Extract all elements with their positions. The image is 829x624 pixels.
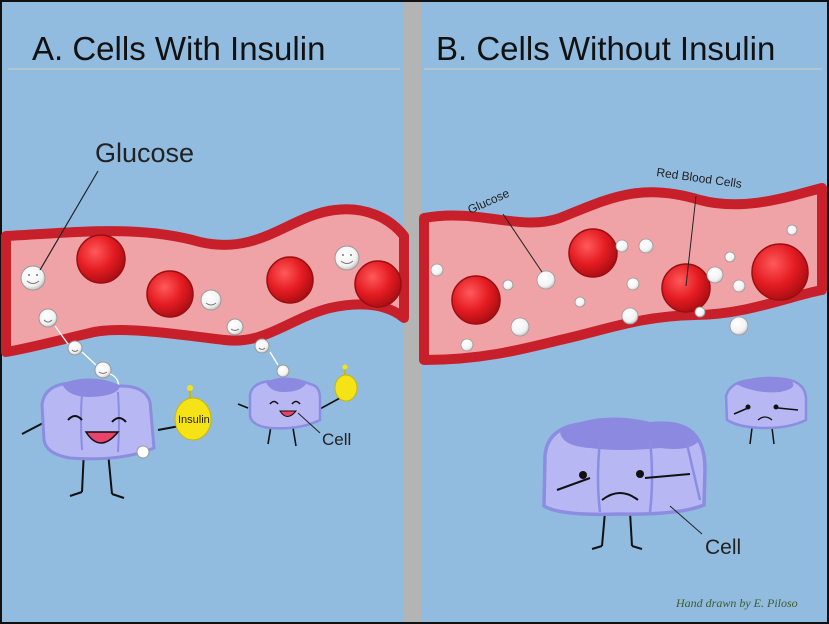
glucose-molecule: [706, 266, 724, 284]
glucose-molecule: [276, 364, 290, 378]
rbc-pointer-line: [685, 195, 697, 287]
glucose-molecule: [226, 318, 244, 336]
panel-a-title: A. Cells With Insulin: [32, 30, 325, 67]
panel-b-title: B. Cells Without Insulin: [436, 30, 775, 67]
glucose-molecule: [20, 265, 46, 291]
happy-cell-small: [237, 377, 341, 447]
glucose-pointer-line: [39, 170, 99, 271]
glucose-molecule: [638, 238, 654, 254]
glucose-molecule: [38, 308, 58, 328]
glucose-molecule: [574, 296, 586, 308]
glucose-label-a: Glucose: [95, 138, 194, 168]
red-blood-cell: [451, 275, 501, 325]
glucose-molecule: [334, 245, 360, 271]
arrow-icon: [269, 351, 279, 366]
insulin-label: Insulin: [178, 414, 210, 426]
glucose-molecule: [615, 239, 629, 253]
red-blood-cell: [266, 256, 314, 304]
insulin-molecule: [334, 364, 358, 402]
happy-cell-large: [21, 378, 186, 499]
glucose-molecule: [626, 277, 640, 291]
cell-pointer-line: [669, 505, 703, 535]
glucose-molecule: [729, 316, 749, 336]
glucose-molecule: [536, 270, 556, 290]
cell-label-b: Cell: [705, 536, 741, 559]
red-blood-cell: [568, 228, 618, 278]
red-blood-cell: [354, 260, 402, 308]
glucose-molecule: [200, 289, 222, 311]
red-blood-cell: [661, 263, 711, 313]
cell-pointer-line: [297, 412, 321, 434]
cell-label-a: Cell: [322, 430, 351, 449]
panel-a: Glucose Insulin: [1, 138, 409, 499]
blood-vessel-b: [419, 183, 827, 365]
glucose-molecule: [510, 317, 530, 337]
glucose-molecule: [786, 224, 798, 236]
red-blood-cell: [76, 234, 126, 284]
panel-b: Glucose Red Blood Cells Cell: [419, 165, 827, 610]
sad-cell-large: [542, 417, 707, 550]
glucose-molecule: [621, 307, 639, 325]
glucose-pointer-line: [502, 213, 543, 273]
glucose-molecule: [694, 306, 706, 318]
sad-cell-small: [724, 376, 808, 445]
insulin-molecule: Insulin: [174, 385, 212, 441]
glucose-molecule: [94, 361, 112, 379]
red-blood-cell: [751, 243, 809, 301]
arrow-icon: [54, 325, 69, 345]
red-blood-cell: [146, 270, 194, 318]
glucose-molecule: [254, 338, 270, 354]
glucose-molecule: [67, 340, 83, 356]
arrow-icon: [81, 351, 97, 366]
glucose-molecule: [732, 279, 746, 293]
panel-divider: [404, 2, 421, 622]
glucose-molecule: [724, 251, 736, 263]
glucose-molecule: [460, 338, 474, 352]
glucose-molecule: [430, 263, 444, 277]
credit-text: Hand drawn by E. Piloso: [675, 596, 798, 610]
glucose-molecule: [502, 279, 514, 291]
